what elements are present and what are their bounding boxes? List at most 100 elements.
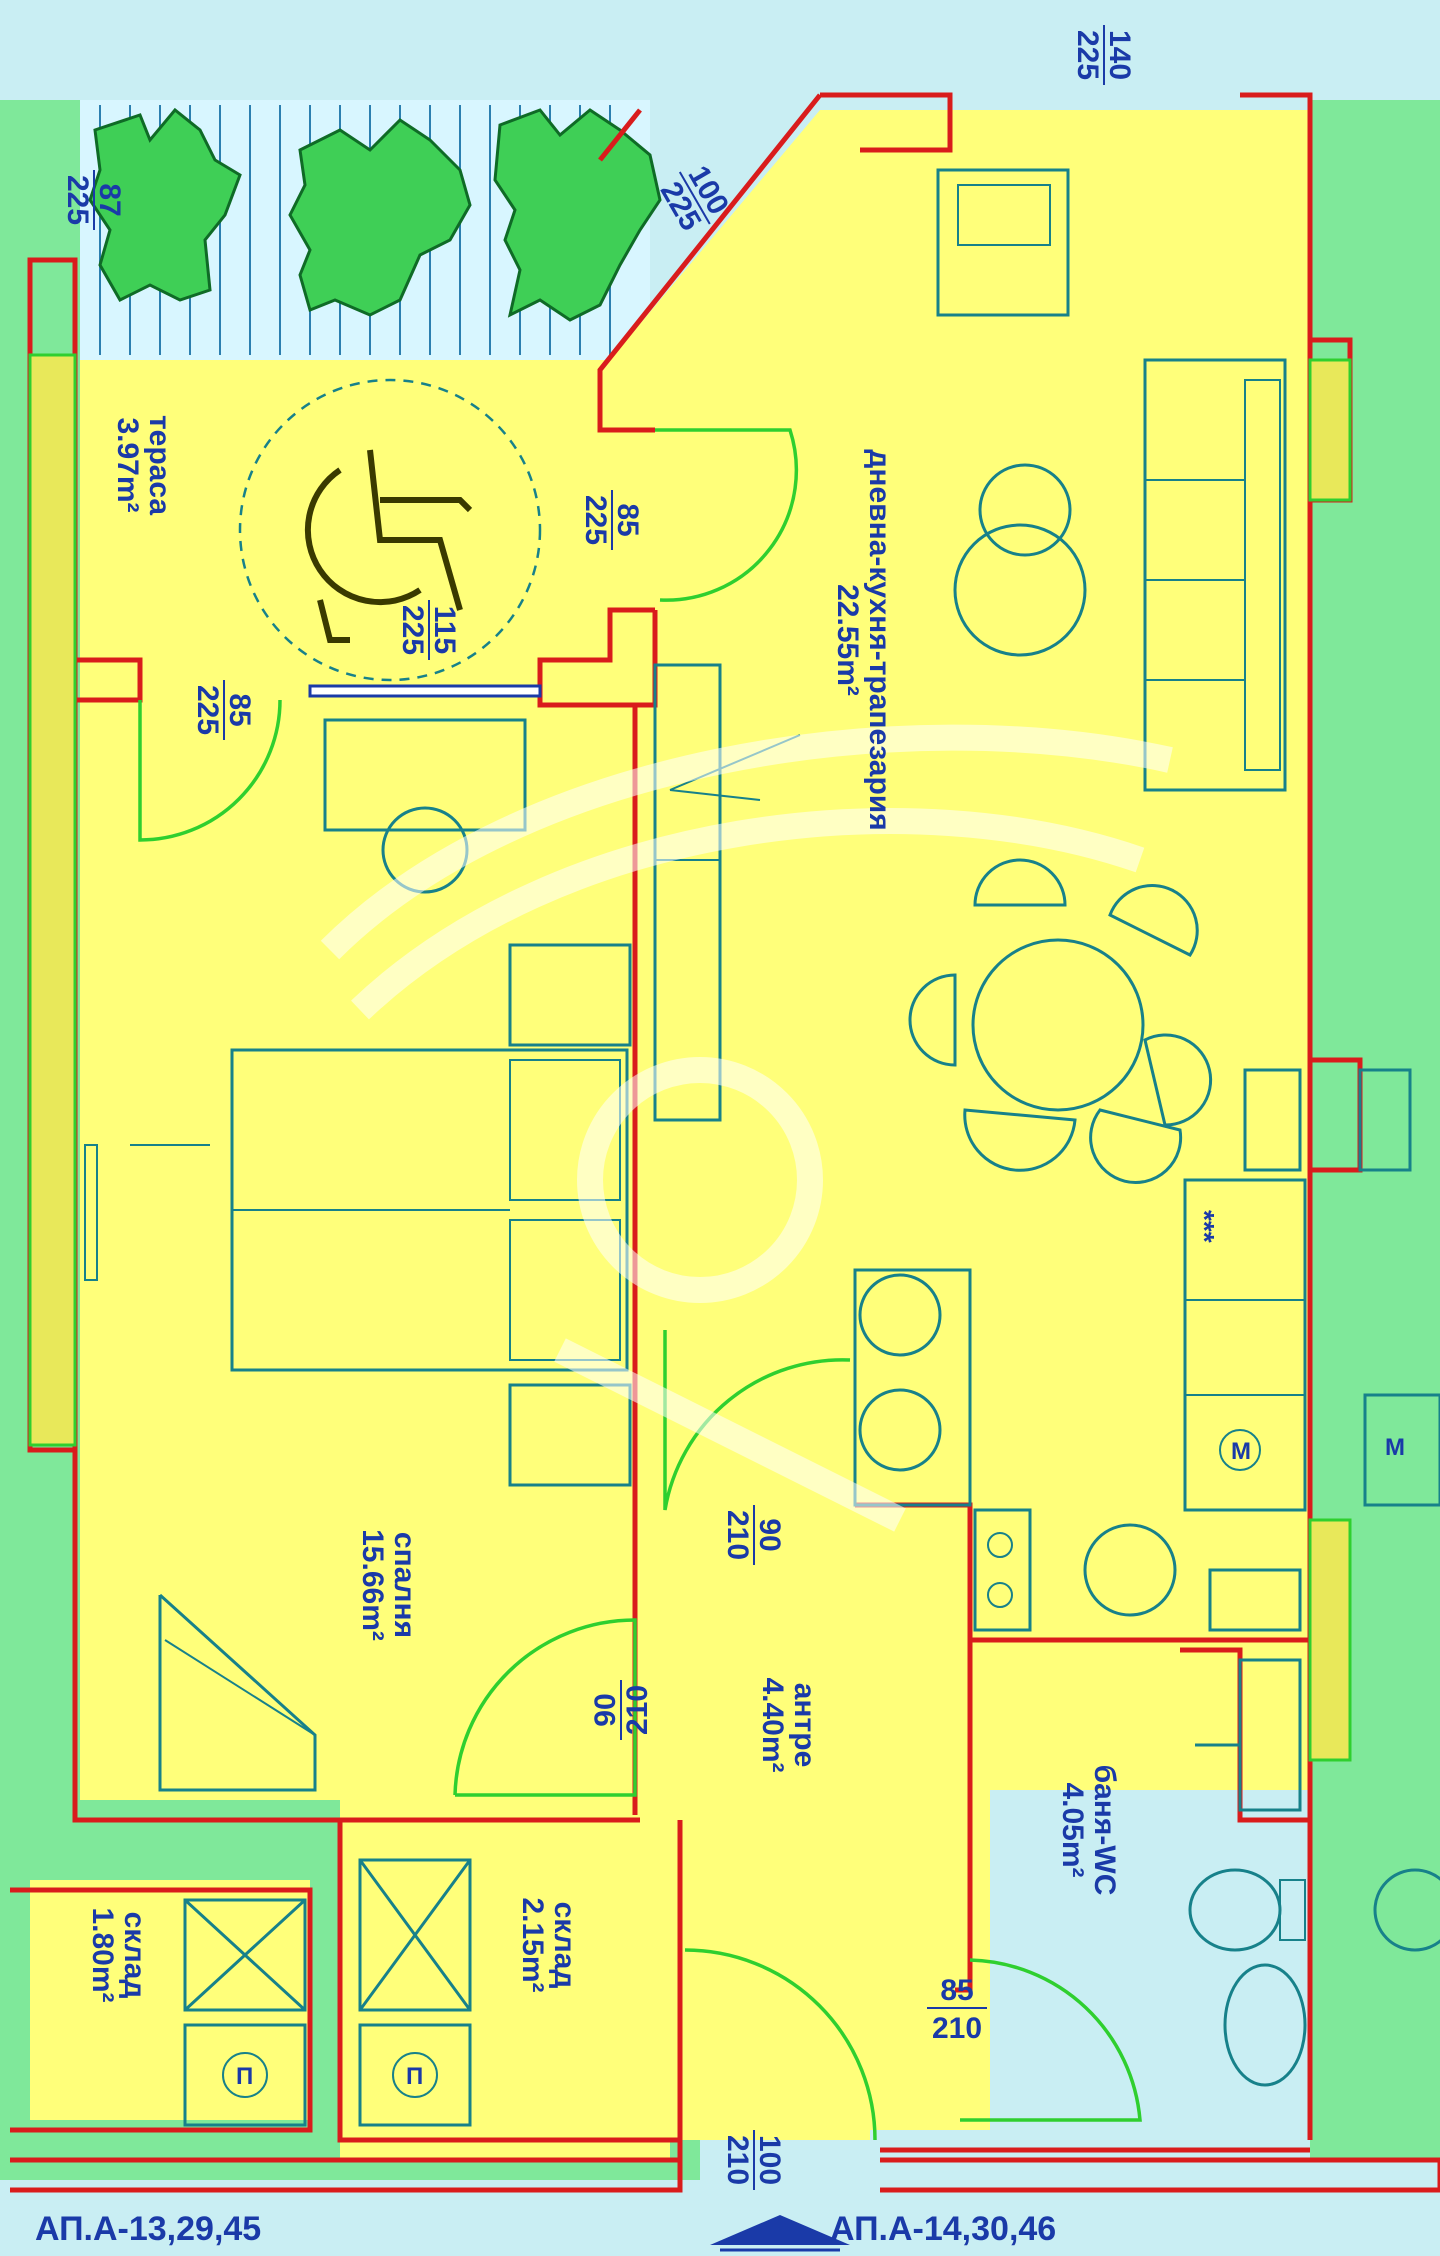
- dining-table: [971, 938, 1145, 1112]
- apartment-code-right: АП.А-14,30,46: [830, 2210, 1056, 2248]
- toilet: [1188, 1868, 1282, 1952]
- svg-text:210: 210: [932, 2012, 982, 2045]
- svg-text:3.97m²: 3.97m²: [111, 417, 144, 512]
- svg-text:баня-WC: баня-WC: [1088, 1765, 1121, 1896]
- svg-text:4.40m²: 4.40m²: [756, 1677, 789, 1772]
- svg-text:210: 210: [621, 1685, 654, 1735]
- coffee-table: [953, 523, 1087, 657]
- svg-text:90: 90: [589, 1693, 622, 1726]
- dim-left-window: 87 225: [61, 170, 126, 230]
- svg-text:210: 210: [721, 2135, 754, 2185]
- kitchen-island: [853, 1268, 972, 1507]
- coffee-table: [978, 463, 1072, 557]
- door-swing: [663, 1330, 851, 1511]
- room-label-bath: баня-WC 4.05m²: [1056, 1765, 1121, 1896]
- svg-text:210: 210: [721, 1510, 754, 1560]
- bath-cabinet: [1208, 1568, 1302, 1632]
- svg-text:15.66m²: 15.66m²: [356, 1529, 389, 1641]
- pillow: [509, 1059, 621, 1201]
- neighbour-washer: [1363, 1393, 1440, 1507]
- dining-chair: [908, 973, 957, 1067]
- storage-mid-floor: [350, 1850, 670, 2140]
- watermark-logo: [320, 724, 1173, 1532]
- entrance-arrow-icon: [710, 2215, 850, 2245]
- door-swing: [655, 428, 799, 602]
- dim-terrace-door: 85 225: [579, 490, 644, 550]
- plant-icon: [493, 108, 662, 322]
- terrace-floor: [80, 360, 610, 660]
- room-label-storage-mid: склад 2.15m²: [516, 1897, 581, 1992]
- hob: [973, 1508, 1032, 1632]
- svg-text:склад: склад: [118, 1912, 151, 1999]
- boiler-box: [183, 2023, 307, 2127]
- svg-text:100: 100: [753, 2135, 786, 2185]
- svg-text:225: 225: [1071, 30, 1104, 80]
- neighbour-washer-mark: M: [1385, 1434, 1405, 1461]
- dim-kitchen-door: 90 210: [721, 1505, 786, 1565]
- boiler-mark-mid: П: [406, 2063, 423, 2090]
- terrace-glass-partition: [308, 684, 542, 698]
- svg-text:антре: антре: [788, 1683, 821, 1768]
- toilet-tank: [1279, 1879, 1306, 1941]
- svg-text:85: 85: [611, 503, 644, 536]
- dim-bedroom-terrace-door: 85 225: [191, 680, 256, 740]
- washbasin-cabinet: [1238, 1658, 1302, 1812]
- dim-terrace-window: 115 225: [396, 600, 461, 660]
- nightstand: [508, 943, 632, 1047]
- bidet: [1223, 1963, 1307, 2087]
- dim-bedroom-door: 90 210: [589, 1680, 654, 1740]
- svg-text:склад: склад: [548, 1902, 581, 1989]
- room-label-terrace: тераса 3.97m²: [111, 415, 176, 515]
- wheelchair-icon: [304, 449, 473, 643]
- neighbour-toilet: [1373, 1868, 1440, 1952]
- svg-text:4.05m²: 4.05m²: [1056, 1782, 1089, 1877]
- sofa-back: [1244, 379, 1281, 771]
- door-swing: [684, 1948, 877, 2141]
- turning-circle: [238, 378, 542, 682]
- kitchen-sink: [1083, 1523, 1177, 1617]
- right-window: [1308, 358, 1352, 502]
- bar-stool: [858, 1388, 942, 1472]
- svg-text:90: 90: [753, 1518, 786, 1551]
- plant-icon: [88, 107, 242, 302]
- stove-mark: ***: [1189, 1210, 1220, 1243]
- bar-stool: [858, 1273, 942, 1357]
- right-window-lower: [1308, 1518, 1352, 1762]
- door-swing: [138, 699, 282, 842]
- desk: [323, 718, 527, 832]
- fridge: [1243, 1068, 1302, 1172]
- svg-text:спалня: спалня: [388, 1532, 421, 1638]
- nightstand: [508, 1383, 632, 1487]
- plant-icon: [288, 118, 472, 317]
- svg-text:2.15m²: 2.15m²: [516, 1897, 549, 1992]
- room-label-bedroom: спалня 15.66m²: [356, 1529, 421, 1641]
- svg-text:225: 225: [61, 175, 94, 225]
- left-window: [28, 353, 77, 1447]
- room-label-living: дневна-кухня-трапезария 22.55m²: [831, 449, 896, 830]
- armchair-seat: [957, 184, 1051, 246]
- kitchen-counter: [1183, 1178, 1307, 1512]
- dim-top-window: 140 225: [1071, 25, 1136, 85]
- svg-text:1.80m²: 1.80m²: [86, 1907, 119, 2002]
- washer-mark: M: [1231, 1438, 1251, 1465]
- dim-bath-door: 85 210: [927, 1974, 987, 2045]
- boiler-mark-left: П: [236, 2063, 253, 2090]
- svg-text:140: 140: [1103, 30, 1136, 80]
- svg-text:тераса: тераса: [143, 415, 176, 515]
- sofa: [1143, 358, 1287, 792]
- door-swing: [453, 1618, 637, 1797]
- dining-chair: [973, 858, 1067, 907]
- svg-text:115: 115: [428, 606, 461, 654]
- svg-text:87: 87: [93, 183, 126, 216]
- dining-chair: [963, 1108, 1077, 1172]
- tv-wall: [84, 1144, 98, 1281]
- door-swing: [960, 1958, 1142, 2122]
- svg-text:225: 225: [191, 685, 224, 735]
- apartment-code-left: АП.А-13,29,45: [35, 2210, 261, 2248]
- svg-text:85: 85: [223, 693, 256, 726]
- armchair: [936, 168, 1070, 317]
- svg-text:22.55m²: 22.55m²: [831, 584, 864, 696]
- dining-chair: [1108, 884, 1199, 957]
